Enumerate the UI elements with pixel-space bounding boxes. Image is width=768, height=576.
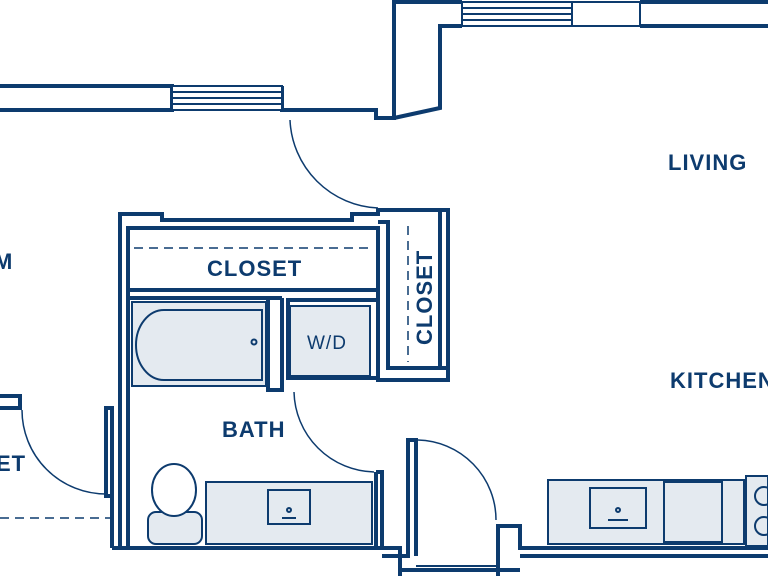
window-left [171,85,283,111]
label-closet-left-partial: ET [0,451,26,476]
exterior-walls [0,0,768,120]
label-kitchen: KITCHEN [670,368,768,393]
label-bath: BATH [222,417,285,442]
label-washer-dryer: W/D [307,333,347,354]
kitchen-counter [547,479,745,545]
bath-vanity [205,481,373,545]
kitchen-range [745,475,768,547]
kitchen-walls [382,438,768,576]
label-closet-side: CLOSET [412,250,437,345]
label-closet-top: CLOSET [207,256,302,281]
toilet [147,463,203,545]
label-room-left-partial: M [0,249,13,274]
window-top-right [461,1,641,27]
left-unit-walls [0,394,114,548]
bathtub [131,301,267,387]
door-entry [289,119,379,209]
washer-dryer [289,305,371,377]
door-bath [293,391,375,473]
label-living: LIVING [668,150,747,175]
